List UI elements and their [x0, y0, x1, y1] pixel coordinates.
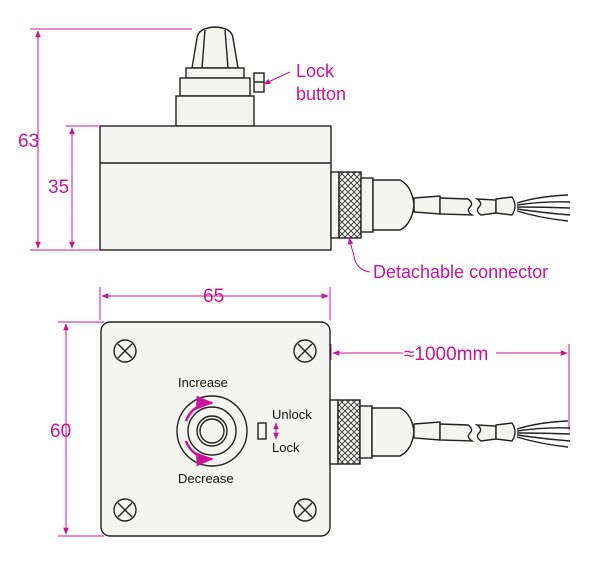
connector-knurl-top [337, 399, 361, 465]
wire-leads [516, 194, 571, 222]
wire-leads-top [516, 420, 571, 448]
lock-switch [257, 422, 267, 440]
knob-base [175, 95, 255, 127]
knob-cap [191, 26, 239, 69]
height-body-label: 35 [48, 177, 69, 198]
screw-bottom-left [113, 498, 137, 522]
top-view: Increase Decrease Unlock Lock [100, 321, 571, 537]
screw-top-left [113, 339, 137, 363]
knob-top [176, 395, 248, 467]
unlock-label: Unlock [272, 407, 312, 422]
side-callouts: Lock button Detachable connector [263, 61, 548, 282]
connector-flange-top [329, 399, 339, 465]
lock-button-callout-line1: Lock [296, 61, 335, 81]
connector-neck [360, 177, 374, 233]
decrease-label: Decrease [178, 471, 234, 486]
ferrule-top [495, 422, 516, 442]
knob-ring [185, 67, 245, 79]
strain-relief [413, 195, 441, 215]
connector-flange [330, 171, 340, 239]
lock-label: Lock [272, 440, 300, 455]
top-dimensions: 65 60 ≈1000mm [50, 286, 570, 537]
connector-callout: Detachable connector [373, 262, 548, 282]
increase-label: Increase [178, 375, 228, 390]
connector-neck-top [359, 405, 373, 459]
width-label: 65 [203, 286, 224, 307]
height-total-label: 63 [18, 131, 39, 152]
screw-top-right [293, 339, 317, 363]
lock-button-callout-line2: button [296, 84, 346, 104]
depth-label: 60 [50, 421, 71, 442]
rotation-arrows [184, 395, 214, 467]
side-dimensions: 63 35 [18, 28, 192, 251]
screw-bottom-right [293, 498, 317, 522]
ferrule [495, 196, 516, 216]
cable-length-label: ≈1000mm [404, 344, 488, 365]
side-view [99, 26, 571, 251]
connector-body [372, 179, 415, 231]
knob-collar [179, 77, 251, 97]
housing-side [99, 125, 332, 251]
connector-body-top [371, 407, 415, 457]
connector-knurl [338, 171, 362, 239]
